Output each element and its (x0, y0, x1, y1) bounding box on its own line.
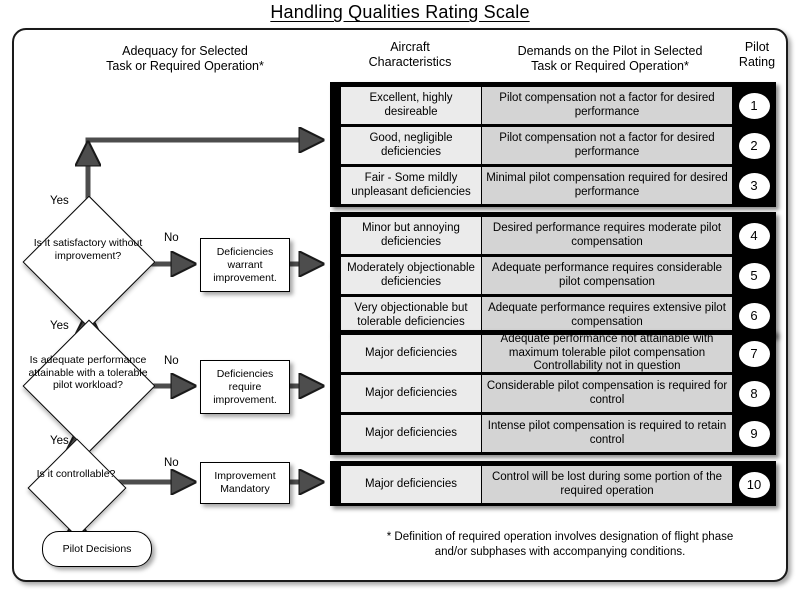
aircraft-characteristics-cell: Major deficiencies (340, 414, 482, 453)
pilot-rating-badge: 3 (738, 172, 770, 199)
column-header-aircraft-line2: Characteristics (368, 55, 452, 69)
edge-label-no-3: No (164, 457, 179, 469)
pilot-rating-cell: 6 (733, 296, 775, 335)
aircraft-characteristics-cell: Major deficiencies (340, 334, 482, 373)
aircraft-characteristics-cell: Minor but annoying deficiencies (340, 216, 482, 255)
pilot-rating-cell: 3 (733, 166, 775, 205)
pilot-rating-cell: 8 (733, 374, 775, 413)
pilot-rating-cell: 10 (733, 465, 775, 504)
pilot-rating-cell: 9 (733, 414, 775, 453)
edge-label-no-2: No (164, 355, 179, 367)
pilot-demands-cell: Pilot compensation not a factor for desi… (482, 126, 733, 165)
pilot-demands-cell: Adequate performance requires extensive … (482, 296, 733, 335)
pilot-demands-cell: Control will be lost during some portion… (482, 465, 733, 504)
footnote-line2: and/or subphases with accompanying condi… (434, 546, 686, 558)
column-header-adequacy: Adequacy for Selected Task or Required O… (40, 44, 330, 74)
pilot-rating-cell: 4 (733, 216, 775, 255)
column-header-aircraft: Aircraft Characteristics (336, 40, 484, 70)
rating-row: Fair - Some mildly unpleasant deficienci… (340, 166, 775, 205)
column-header-pilot-rating: Pilot Rating (728, 40, 786, 70)
pilot-rating-badge: 6 (738, 302, 770, 329)
column-header-demands-line2: Task or Required Operation* (531, 59, 689, 73)
column-header-rating-line1: Pilot (744, 40, 770, 54)
aircraft-characteristics-cell: Good, negligible deficiencies (340, 126, 482, 165)
edge-label-yes-3: Yes (50, 435, 69, 447)
pilot-rating-badge: 10 (738, 471, 770, 498)
terminator-pilot-decisions[interactable]: Pilot Decisions (42, 531, 152, 567)
decision-satisfactory-label: Is it satisfactory without improvement? (33, 237, 143, 262)
column-header-aircraft-line1: Aircraft (390, 40, 430, 54)
aircraft-characteristics-cell: Major deficiencies (340, 374, 482, 413)
pilot-demands-cell: Desired performance requires moderate pi… (482, 216, 733, 255)
column-header-demands: Demands on the Pilot in Selected Task or… (486, 44, 734, 74)
aircraft-characteristics-cell: Major deficiencies (340, 465, 482, 504)
pilot-rating-badge: 1 (738, 92, 770, 119)
pilot-rating-badge: 9 (738, 420, 770, 447)
footnote-line1: * Definition of required operation invol… (386, 531, 734, 543)
column-header-demands-line1: Demands on the Pilot in Selected (517, 44, 703, 58)
column-header-adequacy-line1: Adequacy for Selected (122, 44, 248, 58)
footnote: * Definition of required operation invol… (360, 530, 760, 560)
process-deficiencies-require[interactable]: Deficiencies require improvement. (200, 360, 290, 414)
edge-label-no-1: No (164, 232, 179, 244)
pilot-rating-badge: 7 (738, 340, 770, 367)
pilot-rating-badge: 4 (738, 222, 770, 249)
column-header-rating-line2: Rating (738, 55, 776, 69)
aircraft-characteristics-cell: Very objectionable but tolerable deficie… (340, 296, 482, 335)
edge-label-yes-2: Yes (50, 320, 69, 332)
process-improvement-mandatory[interactable]: Improvement Mandatory (200, 462, 290, 504)
edge-label-yes-1: Yes (50, 195, 69, 207)
pilot-rating-cell: 1 (733, 86, 775, 125)
pilot-rating-cell: 7 (733, 334, 775, 373)
pilot-rating-badge: 2 (738, 132, 770, 159)
column-header-adequacy-line2: Task or Required Operation* (106, 59, 264, 73)
pilot-demands-cell: Minimal pilot compensation required for … (482, 166, 733, 205)
aircraft-characteristics-cell: Excellent, highly desireable (340, 86, 482, 125)
pilot-rating-cell: 5 (733, 256, 775, 295)
page-title: Handling Qualities Rating Scale (270, 2, 530, 22)
process-deficiencies-warrant[interactable]: Deficiencies warrant improvement. (200, 238, 290, 292)
decision-adequate-performance-label: Is adequate performance attainable with … (28, 354, 148, 391)
pilot-demands-cell: Intense pilot compensation is required t… (482, 414, 733, 453)
pilot-demands-cell: Considerable pilot compensation is requi… (482, 374, 733, 413)
pilot-rating-cell: 2 (733, 126, 775, 165)
pilot-rating-badge: 5 (738, 262, 770, 289)
pilot-rating-badge: 8 (738, 380, 770, 407)
pilot-demands-cell: Pilot compensation not a factor for desi… (482, 86, 733, 125)
rating-row: Very objectionable but tolerable deficie… (340, 296, 775, 335)
aircraft-characteristics-cell: Fair - Some mildly unpleasant deficienci… (340, 166, 482, 205)
pilot-demands-cell: Adequate performance not attainable with… (482, 333, 733, 373)
aircraft-characteristics-cell: Moderately objectionable deficiencies (340, 256, 482, 295)
pilot-demands-cell: Adequate performance requires considerab… (482, 256, 733, 295)
decision-controllable-label: Is it controllable? (36, 468, 116, 480)
